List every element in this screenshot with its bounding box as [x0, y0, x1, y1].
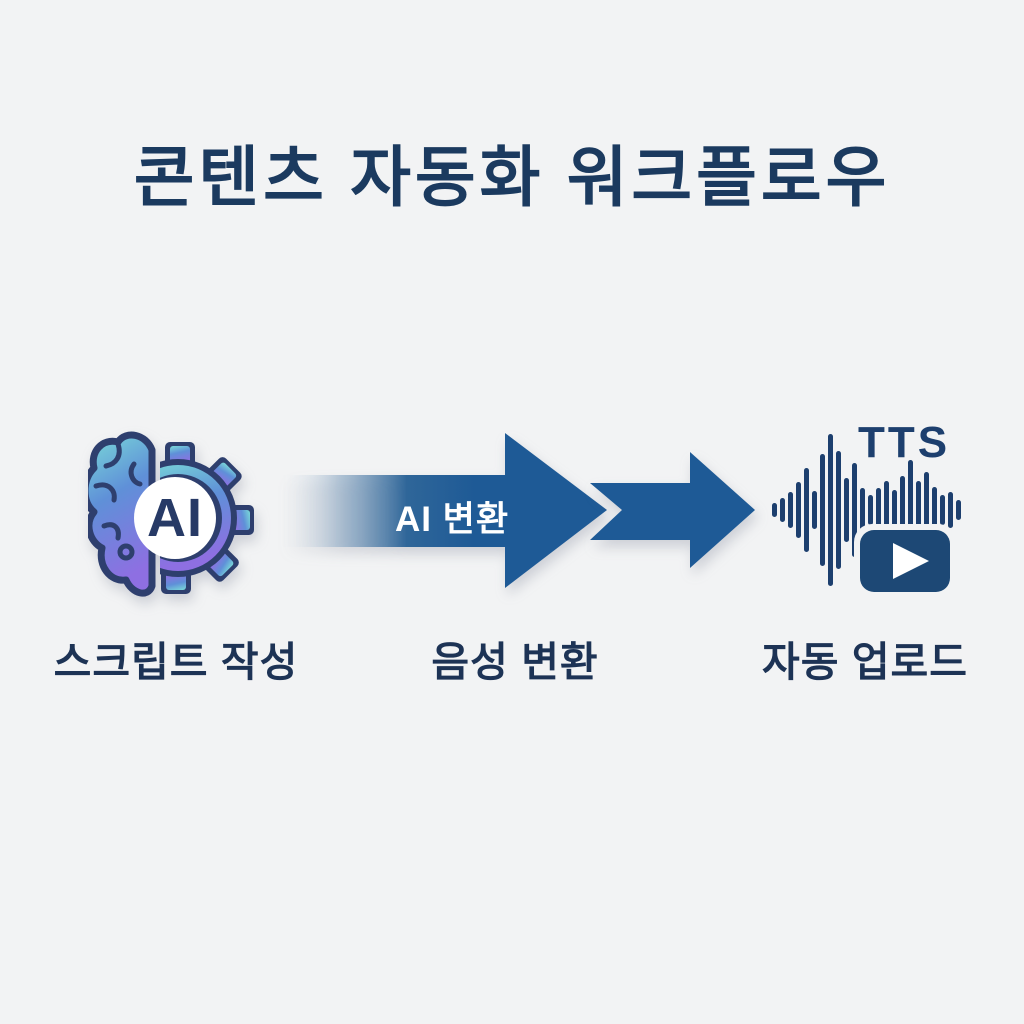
ai-badge-text: AI — [147, 488, 203, 548]
ai-brain-gear-icon: AI — [88, 431, 254, 597]
arrow-shape — [590, 452, 755, 568]
step-label-script-writing: 스크립트 작성 — [53, 639, 299, 685]
chevron-arrow-icon — [590, 452, 755, 568]
play-triangle-icon — [893, 543, 929, 579]
arrow-label: AI 변환 — [394, 500, 510, 539]
step-label-voice-conversion: 음성 변환 — [431, 639, 599, 685]
arrow-shape — [283, 433, 607, 588]
tts-waveform-youtube-icon — [772, 434, 961, 598]
ai-badge: AI — [134, 477, 216, 559]
step-label-auto-upload: 자동 업로드 — [762, 639, 968, 685]
tts-label: TTS — [858, 418, 951, 467]
page-title: 콘텐츠 자동화 워크플로우 — [133, 140, 891, 214]
gradient-arrow-icon — [283, 433, 607, 588]
youtube-play-icon — [854, 524, 956, 598]
brain-icon — [88, 431, 156, 597]
